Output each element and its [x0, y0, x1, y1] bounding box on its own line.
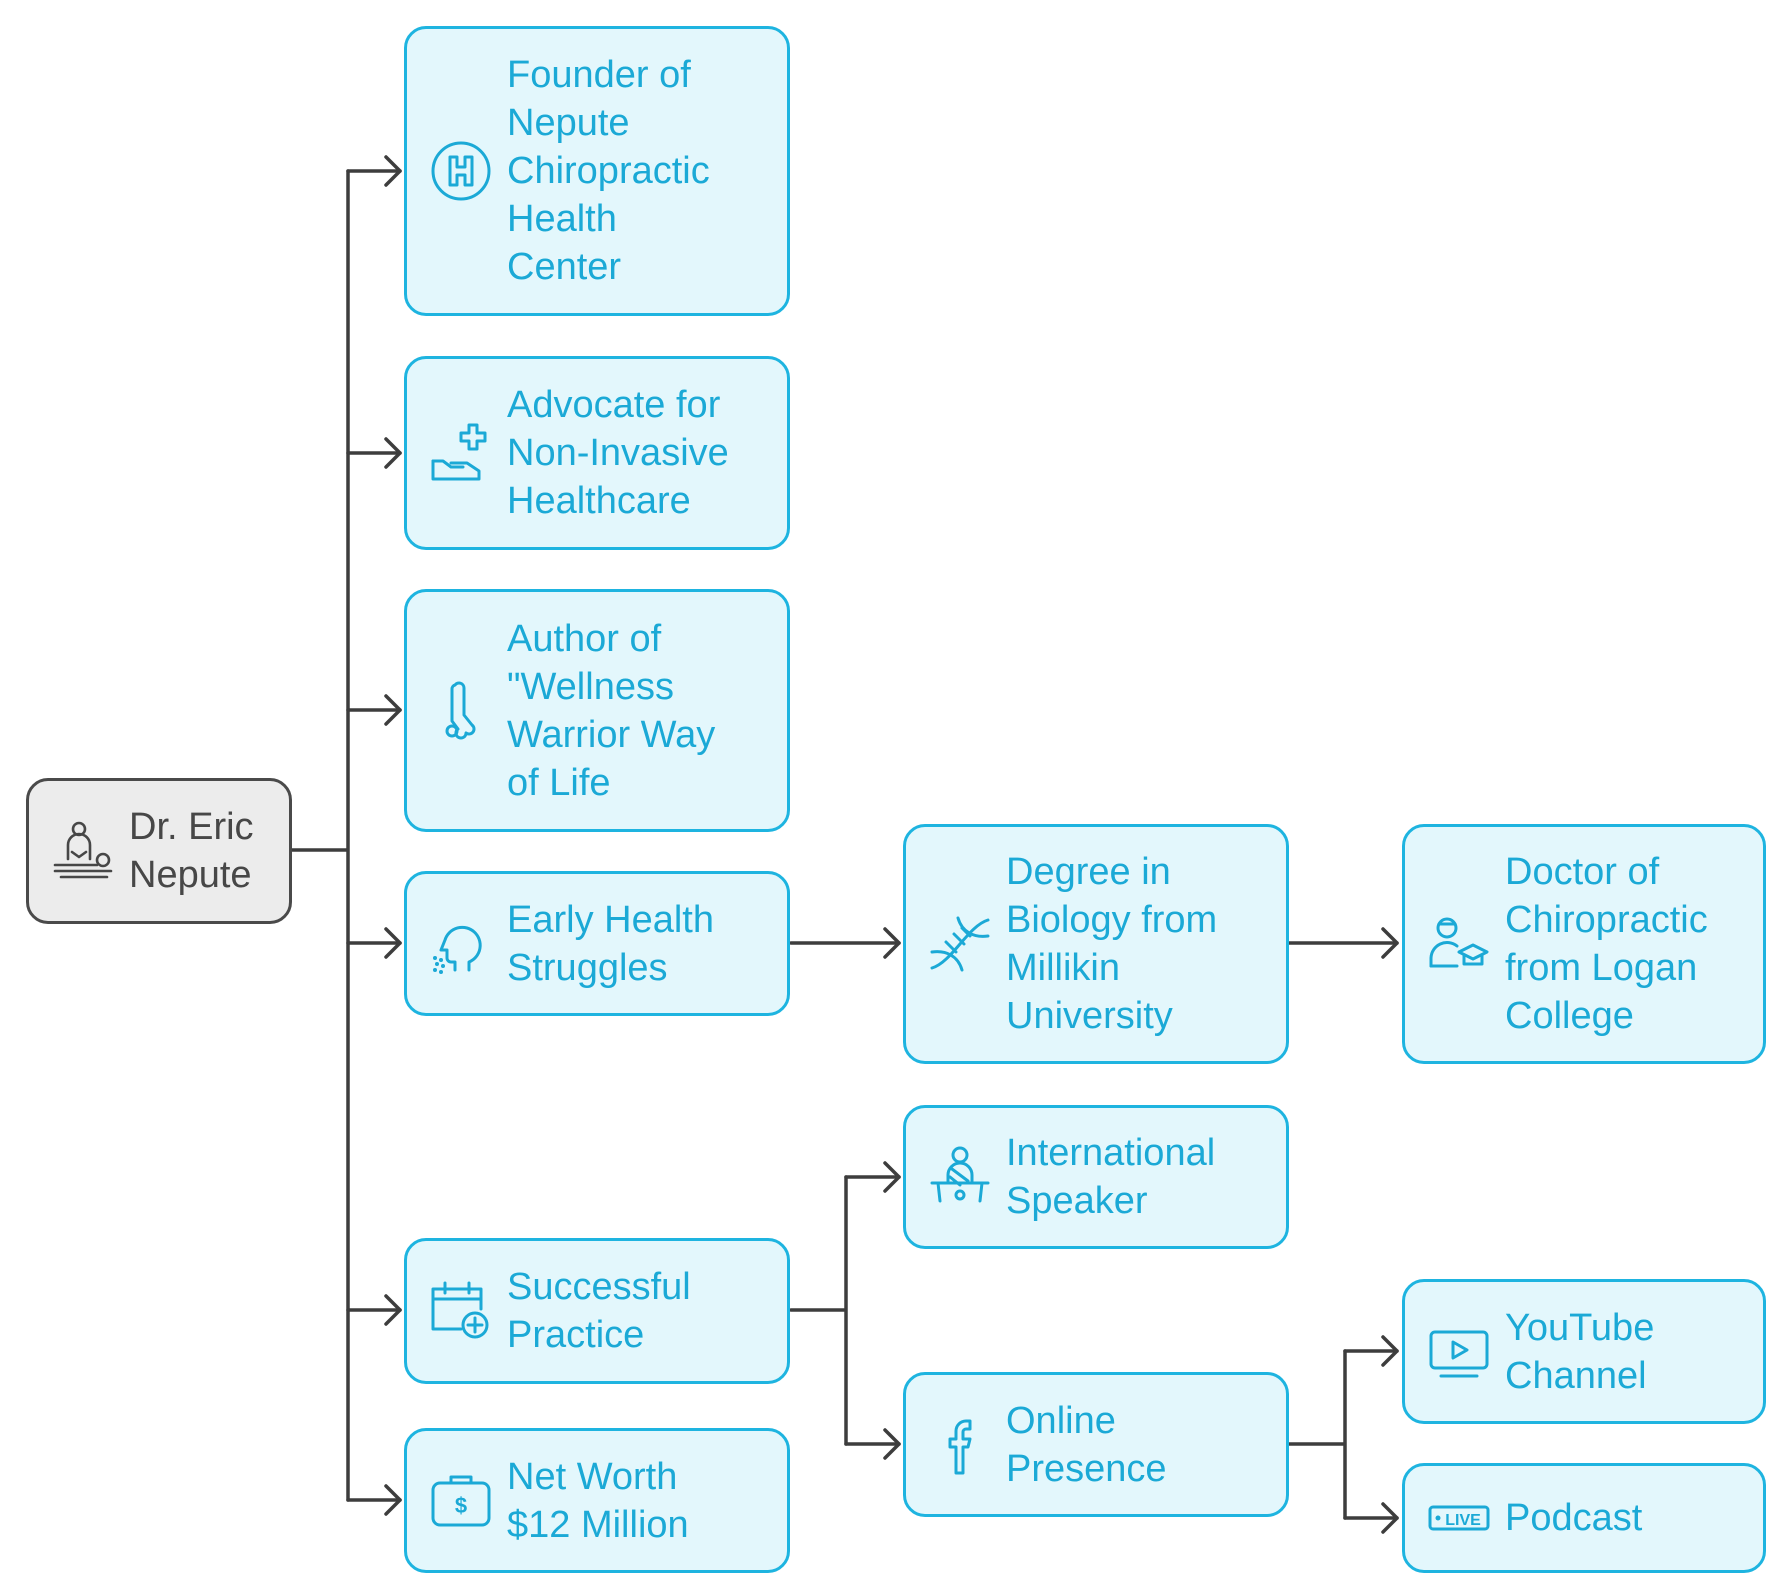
node-podcast[interactable]: LIVE Podcast [1402, 1463, 1766, 1573]
arrowhead [384, 1294, 402, 1326]
node-net-worth[interactable]: $ Net Worth $12 Million [404, 1428, 790, 1573]
arrowhead [1381, 927, 1399, 959]
node-label: Dr. Eric Nepute [129, 806, 254, 896]
money-bag-icon: $ [429, 1469, 493, 1533]
svg-text:LIVE: LIVE [1445, 1512, 1481, 1529]
node-speaker[interactable]: International Speaker [903, 1105, 1289, 1249]
arrowhead [883, 1428, 901, 1460]
live-badge-icon: LIVE [1427, 1486, 1491, 1550]
node-label: Doctor of Chiropractic from Logan Colleg… [1505, 851, 1708, 1037]
chiropractic-treatment-icon [51, 819, 115, 883]
node-early-health[interactable]: Early Health Struggles [404, 871, 790, 1016]
node-label: Successful Practice [507, 1266, 691, 1356]
arrowhead [384, 694, 402, 726]
edge-practice-branch [789, 1175, 848, 1446]
node-label: Advocate for Non-Invasive Healthcare [507, 384, 729, 522]
video-play-icon [1427, 1320, 1491, 1384]
node-label: Podcast [1505, 1497, 1643, 1539]
node-author[interactable]: Author of "Wellness Warrior Way of Life [404, 589, 790, 832]
node-label: International Speaker [1006, 1132, 1216, 1222]
arrowhead [384, 155, 402, 187]
node-label: Early Health Struggles [507, 898, 714, 989]
bone-icon [429, 679, 493, 743]
arrowhead [384, 927, 402, 959]
node-label: Founder of Nepute Chiropractic Health Ce… [507, 54, 710, 288]
arrowhead [1381, 1335, 1399, 1367]
node-advocate[interactable]: Advocate for Non-Invasive Healthcare [404, 356, 790, 550]
node-degree[interactable]: Degree in Biology from Millikin Universi… [903, 824, 1289, 1064]
svg-text:$: $ [455, 1493, 467, 1518]
node-label: Degree in Biology from Millikin Universi… [1006, 851, 1218, 1037]
node-label: Author of "Wellness Warrior Way of Life [507, 617, 716, 804]
calendar-medical-icon [429, 1279, 493, 1343]
node-founder[interactable]: Founder of Nepute Chiropractic Health Ce… [404, 26, 790, 316]
node-youtube[interactable]: YouTube Channel [1402, 1279, 1766, 1424]
arrowhead [384, 1484, 402, 1516]
node-label: Net Worth $12 Million [507, 1455, 689, 1546]
node-online[interactable]: Online Presence [903, 1372, 1289, 1517]
node-label: Online Presence [1006, 1399, 1167, 1490]
hand-medical-cross-icon [429, 421, 493, 485]
arrowhead [883, 1161, 901, 1193]
arrowhead [384, 437, 402, 469]
node-label: YouTube Channel [1505, 1306, 1655, 1397]
node-practice[interactable]: Successful Practice [404, 1238, 790, 1384]
node-doctor[interactable]: Doctor of Chiropractic from Logan Colleg… [1402, 824, 1766, 1064]
arrowhead [1381, 1502, 1399, 1534]
hospital-h-icon [429, 139, 493, 203]
facebook-icon [928, 1413, 992, 1477]
dna-icon [928, 912, 992, 976]
arrowhead [883, 927, 901, 959]
speaker-podium-icon [928, 1145, 992, 1209]
edge-root-trunk [289, 169, 350, 1502]
node-root[interactable]: Dr. Eric Nepute [26, 778, 292, 924]
graduate-icon [1427, 912, 1491, 976]
edge-online-branch [1287, 1349, 1347, 1520]
head-sick-icon [429, 912, 493, 976]
